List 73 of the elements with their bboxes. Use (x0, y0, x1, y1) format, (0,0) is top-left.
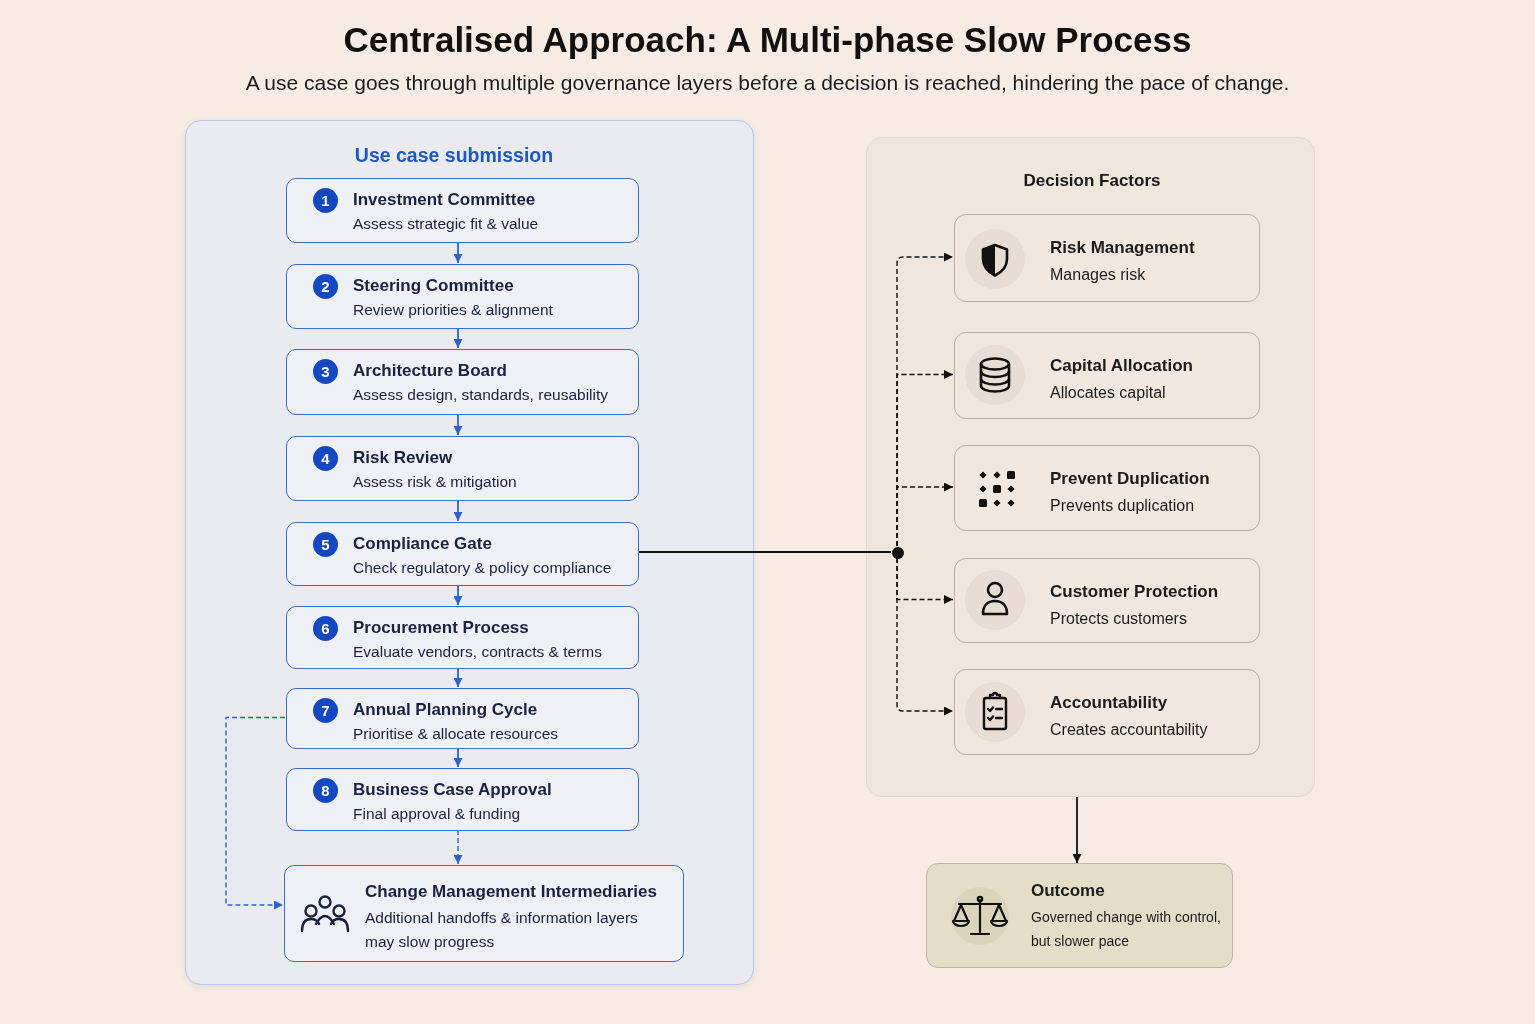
step-title: Investment Committee (353, 190, 536, 210)
card-title: Prevent Duplication (1050, 468, 1210, 490)
step-number-badge: 2 (313, 274, 338, 299)
card-title: Risk Management (1050, 237, 1195, 259)
connector-line (637, 551, 892, 553)
card-description: Prevents duplication (1050, 496, 1195, 516)
factor-card (954, 669, 1260, 755)
process-box (284, 865, 684, 962)
process-box (286, 606, 639, 669)
diagram-title: Centralised Approach: A Multi-phase Slow Process (343, 20, 1192, 60)
process-box (286, 436, 639, 501)
arrow (453, 327, 463, 349)
process-box (286, 522, 639, 586)
factor-card (954, 214, 1260, 302)
step-number-badge: 4 (313, 446, 338, 471)
step-title: Risk Review (353, 448, 453, 468)
step-number-badge: 5 (313, 532, 338, 557)
factor-card (954, 558, 1260, 643)
box-description: Additional handoffs & information layers may slow progress (365, 908, 639, 952)
step-description: Assess risk & mitigation (353, 472, 517, 492)
card-description: Manages risk (1050, 265, 1146, 285)
step-description: Assess strategic fit & value (353, 214, 539, 234)
arrow (453, 241, 463, 264)
process-box (286, 768, 639, 831)
step-description: Evaluate vendors, contracts & terms (353, 642, 602, 662)
step-title: Architecture Board (353, 361, 507, 381)
step-number-badge: 6 (313, 616, 338, 641)
card-description: Allocates capital (1050, 383, 1166, 403)
diagram-subtitle: A use case goes through multiple governance layers before a decision is reached, hindering the pace of change. (245, 70, 1290, 95)
group-panel (185, 120, 754, 985)
process-box (286, 688, 639, 749)
box-title: Change Management Intermediaries (365, 881, 657, 903)
card-description: Protects customers (1050, 609, 1187, 629)
arrow (453, 413, 463, 436)
card-title: Capital Allocation (1050, 355, 1193, 377)
junction-dot (892, 547, 904, 559)
step-number-badge: 8 (313, 778, 338, 803)
step-title: Annual Planning Cycle (353, 700, 538, 720)
step-description: Review priorities & alignment (353, 300, 553, 320)
box-description: Governed change with control, but slower pace (1031, 908, 1222, 951)
process-box (286, 264, 639, 329)
card-title: Accountability (1050, 692, 1168, 714)
step-number-badge: 7 (313, 698, 338, 723)
arrow (453, 584, 463, 606)
card-title: Customer Protection (1050, 581, 1219, 603)
step-number-badge: 3 (313, 359, 338, 384)
arrow (896, 482, 954, 547)
factor-card (954, 445, 1260, 531)
step-description: Final approval & funding (353, 804, 521, 824)
process-box (286, 349, 639, 415)
factor-card (954, 332, 1260, 419)
step-title: Compliance Gate (353, 534, 492, 554)
step-title: Procurement Process (353, 618, 529, 638)
step-description: Prioritise & allocate resources (353, 724, 559, 744)
group-panel (866, 137, 1315, 797)
process-box (286, 178, 639, 243)
arrow (453, 667, 463, 688)
arrow (225, 716, 286, 910)
step-description: Check regulatory & policy compliance (353, 558, 612, 578)
step-number-badge: 1 (313, 188, 338, 213)
arrow (453, 499, 463, 522)
step-title: Business Case Approval (353, 780, 552, 800)
box-title: Outcome (1031, 880, 1105, 902)
outcome-box (926, 863, 1233, 968)
step-title: Steering Committee (353, 276, 514, 296)
panel-heading: Use case submission (354, 143, 554, 167)
step-description: Assess design, standards, reusability (353, 385, 609, 405)
arrow (1072, 796, 1082, 864)
arrow (453, 829, 463, 865)
card-description: Creates accountability (1050, 720, 1208, 740)
arrow (896, 557, 954, 716)
panel-heading: Decision Factors (1023, 170, 1161, 192)
arrow (453, 747, 463, 768)
